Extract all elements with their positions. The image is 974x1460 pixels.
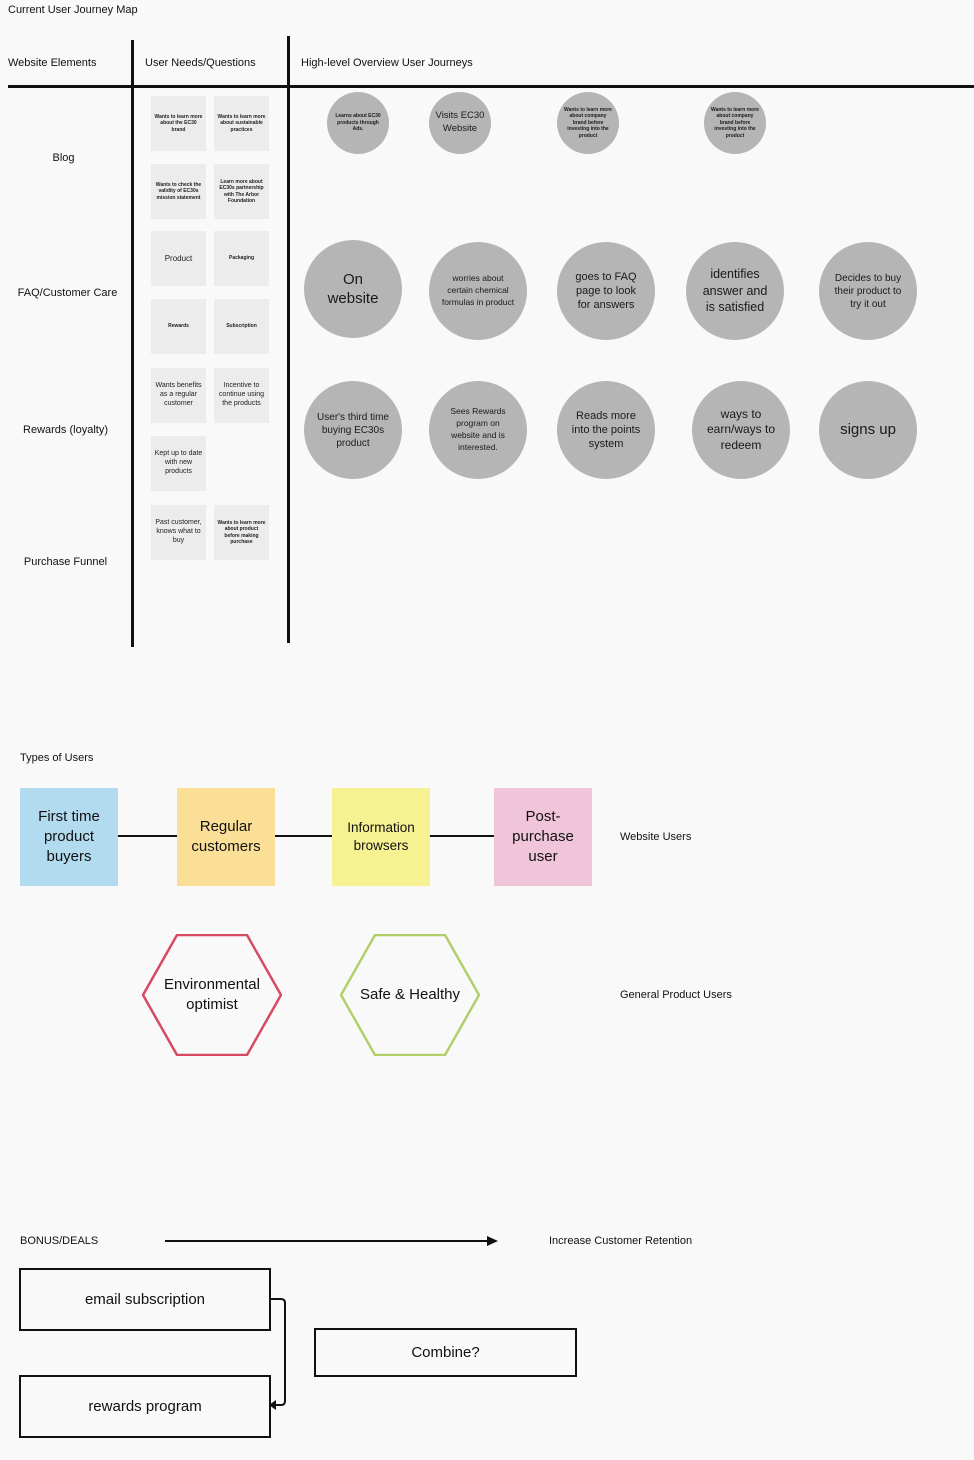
need-note: Past customer, knows what to buy [151,505,206,560]
need-note: Wants to learn more about sustainable pr… [214,96,269,151]
need-note: Packaging [214,231,269,286]
page-title: Current User Journey Map [8,4,138,16]
journey-step: User's third time buying EC30s product [304,381,402,479]
hexagon-label: Safe & Healthy [359,985,461,1003]
journey-step: Learns about EC30 products through Ads. [327,92,389,154]
header-divider [8,85,974,88]
email-subscription-box: email subscription [19,1268,271,1331]
need-note: Product [151,231,206,286]
journey-step: goes to FAQ page to look for answers [557,242,655,340]
journey-step: worries about certain chemical formulas … [429,242,527,340]
user-type-regular: Regular customers [177,788,275,886]
users-connector-line [118,835,494,837]
header-journeys: High-level Overview User Journeys [301,57,473,69]
journey-step: ways to earn/ways to redeem [692,381,790,479]
user-type-first-time: First time product buyers [20,788,118,886]
journey-step: identifies answer and is satisfied [686,242,784,340]
journey-step: Wants to learn more about company brand … [704,92,766,154]
journey-step: On website [304,240,402,338]
combine-box: Combine? [314,1328,577,1377]
need-note: Subscription [214,299,269,354]
need-note: Learn more about EC30s partnership with … [214,164,269,219]
row-label-faq: FAQ/Customer Care [17,287,118,299]
website-users-label: Website Users [620,831,692,843]
row-label-purchase: Purchase Funnel [23,556,108,568]
column-divider-1 [131,40,134,647]
types-of-users-title: Types of Users [20,752,94,764]
row-label-blog: Blog [52,152,75,164]
retention-goal: Increase Customer Retention [549,1235,693,1247]
header-website-elements: Website Elements [8,57,97,69]
hexagon-label: Environmental optimist [164,975,260,1013]
need-note: Incentive to continue using the products [214,368,269,423]
user-type-post-purchase: Post-purchase user [494,788,592,886]
row-label-rewards: Rewards (loyalty) [23,424,108,436]
hexagon-shape [340,934,480,1056]
journey-step: Sees Rewards program on website and is i… [429,381,527,479]
need-note: Rewards [151,299,206,354]
journey-step: signs up [819,381,917,479]
journey-step: Reads more into the points system [557,381,655,479]
journey-step: Wants to learn more about company brand … [557,92,619,154]
retention-arrow [165,1236,498,1246]
need-note: Kept up to date with new products [151,436,206,491]
user-type-browsers: Information browsers [332,788,430,886]
header-user-needs: User Needs/Questions [145,57,256,69]
hexagon-environmental: Environmental optimist [142,934,282,1056]
need-note: Wants benefits as a regular customer [151,368,206,423]
combine-connector [269,1298,286,1410]
bonus-title: BONUS/DEALS [20,1235,99,1247]
need-note: Wants to learn more about product before… [214,505,269,560]
rewards-program-box: rewards program [19,1375,271,1438]
need-note: Wants to check the validity of EC30s mis… [151,164,206,219]
column-divider-2 [287,36,290,643]
journey-step: Visits EC30 Website [429,92,491,154]
need-note: Wants to learn more about the EC30 brand [151,96,206,151]
general-users-label: General Product Users [620,989,732,1001]
hexagon-shape [142,934,282,1056]
hexagon-safe-healthy: Safe & Healthy [340,934,480,1056]
journey-step: Decides to buy their product to try it o… [819,242,917,340]
